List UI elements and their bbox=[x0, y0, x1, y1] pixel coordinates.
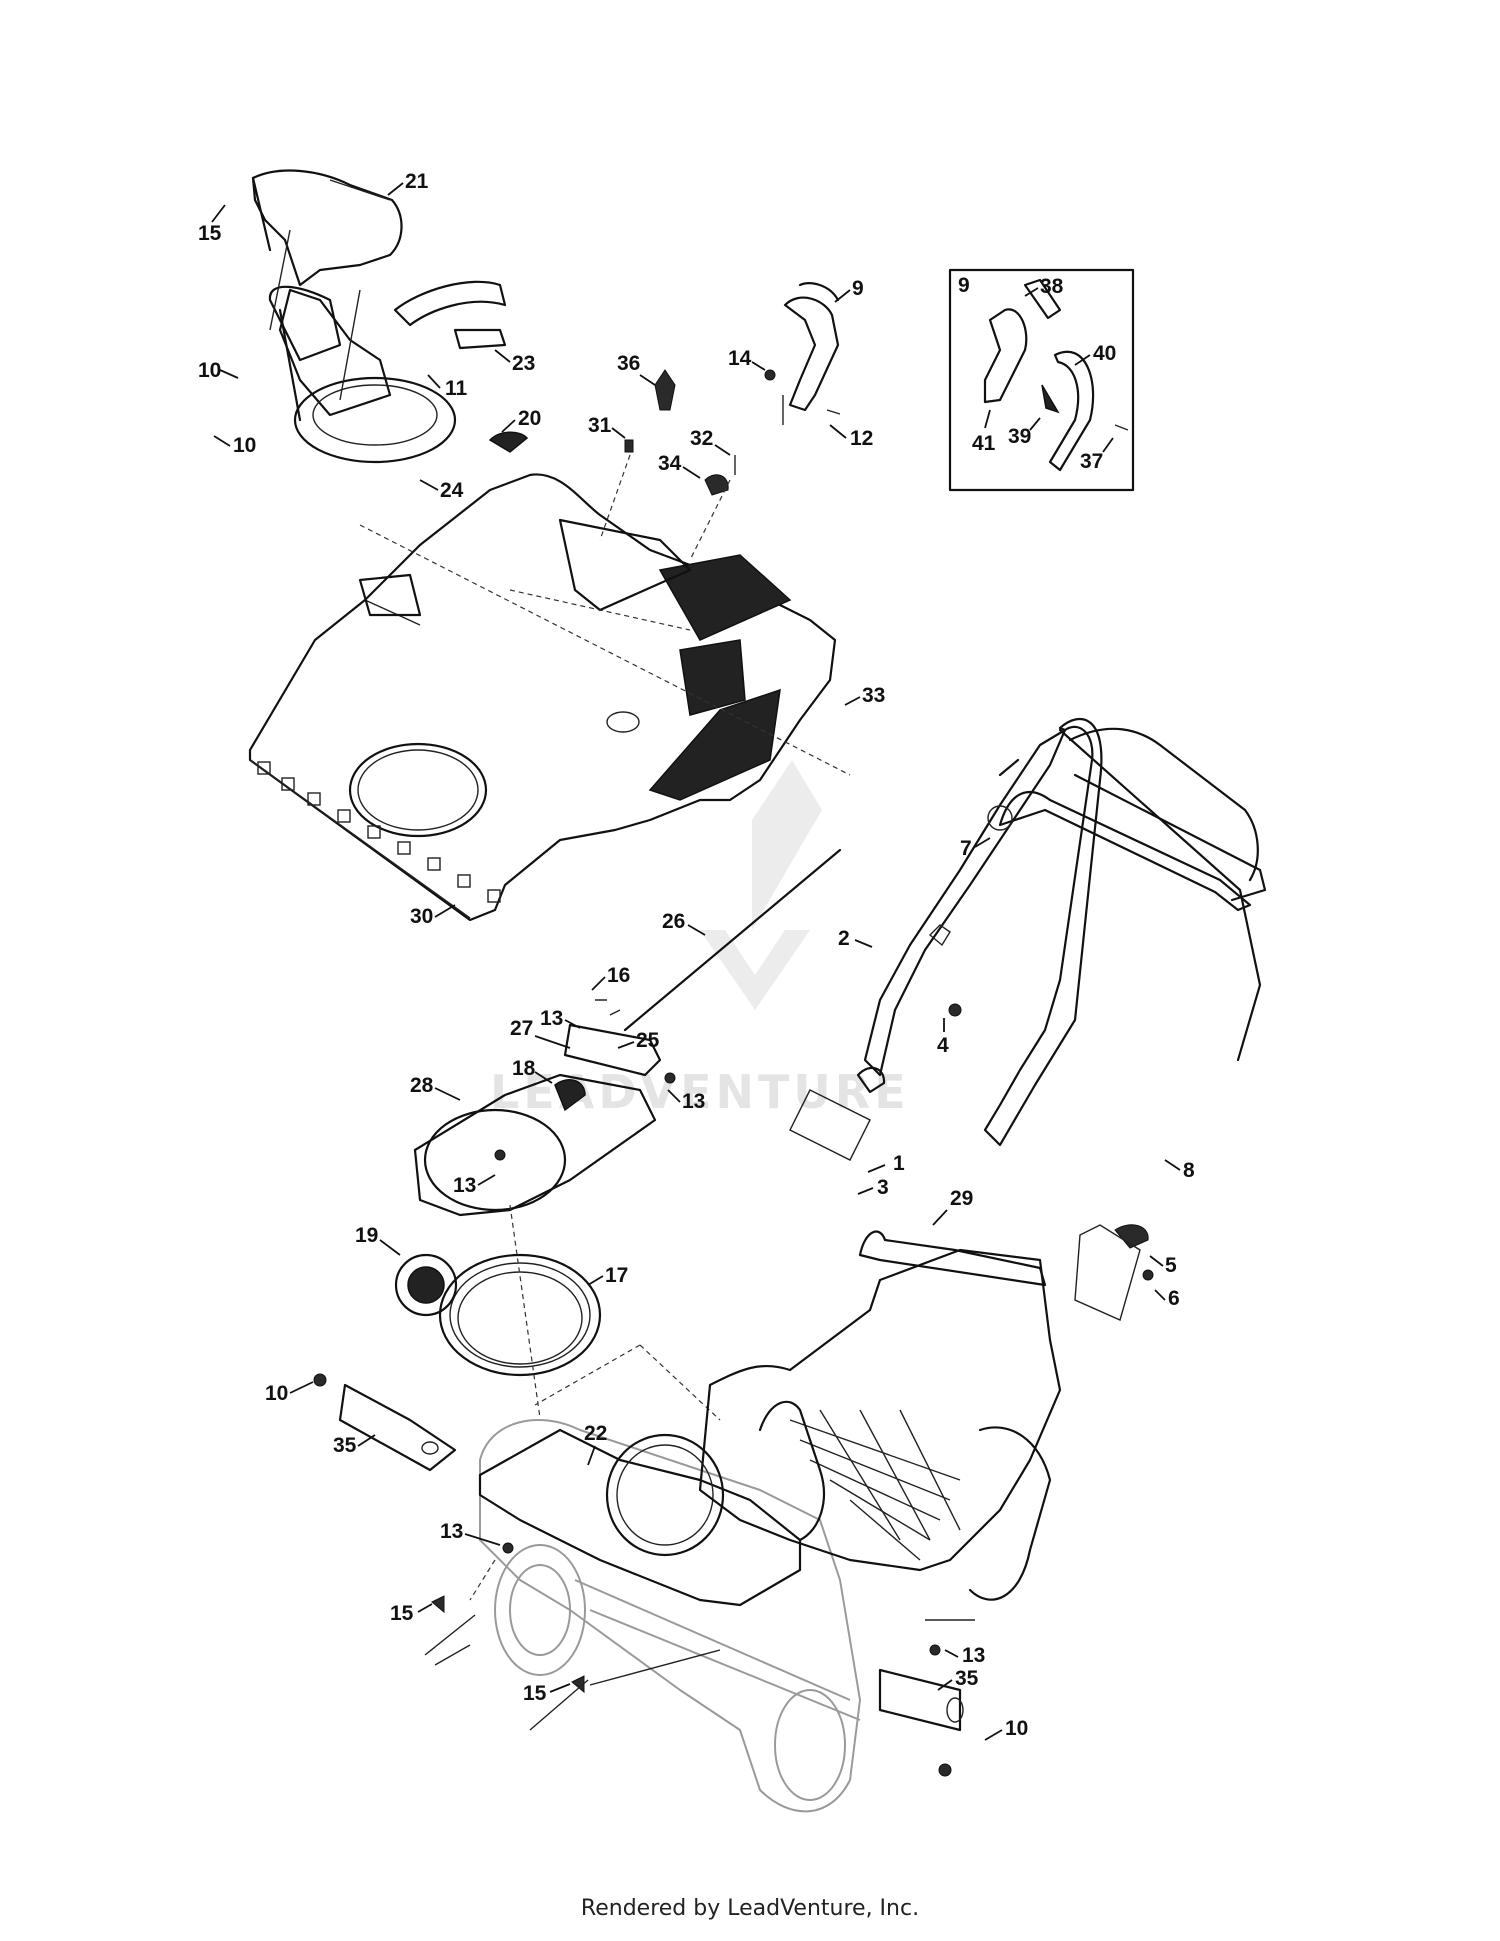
callout-31: 31 bbox=[588, 414, 612, 437]
callout-10-c: 10 bbox=[265, 1382, 288, 1405]
callout-33: 33 bbox=[862, 684, 885, 707]
callout-7: 7 bbox=[960, 837, 972, 860]
discharge-chute-assembly bbox=[251, 169, 529, 464]
callout-10-a: 10 bbox=[198, 359, 221, 382]
callout-13-a: 13 bbox=[540, 1007, 563, 1030]
handle-inset-box bbox=[948, 268, 1135, 492]
callout-32: 32 bbox=[690, 427, 713, 450]
callout-20: 20 bbox=[518, 407, 541, 430]
callout-35-b: 35 bbox=[955, 1667, 979, 1690]
callout-16: 16 bbox=[607, 964, 630, 987]
callout-25: 25 bbox=[636, 1029, 660, 1052]
callout-14: 14 bbox=[728, 347, 752, 370]
callout-13-e: 13 bbox=[962, 1644, 985, 1667]
callout-3: 3 bbox=[877, 1176, 889, 1199]
callout-37: 37 bbox=[1080, 450, 1103, 473]
callout-22: 22 bbox=[584, 1422, 607, 1445]
callout-21: 21 bbox=[405, 170, 429, 193]
callout-17: 17 bbox=[605, 1264, 628, 1287]
callout-11: 11 bbox=[445, 377, 468, 400]
callout-18: 18 bbox=[512, 1057, 536, 1080]
callout-9-inset: 9 bbox=[958, 274, 970, 297]
callout-34: 34 bbox=[658, 452, 682, 475]
callout-36: 36 bbox=[617, 352, 640, 375]
callout-19: 19 bbox=[355, 1224, 378, 1247]
callout-41: 41 bbox=[972, 432, 996, 455]
footer-credit: Rendered by LeadVenture, Inc. bbox=[580, 1896, 920, 1921]
callout-10-d: 10 bbox=[1005, 1717, 1028, 1740]
callout-6: 6 bbox=[1168, 1287, 1180, 1310]
callout-15-c: 15 bbox=[523, 1682, 547, 1705]
handle-assembly bbox=[623, 718, 1267, 1281]
housing-assembly bbox=[313, 1230, 1062, 1813]
callout-15-a: 15 bbox=[198, 222, 222, 245]
callout-8: 8 bbox=[1183, 1159, 1195, 1182]
callout-35-a: 35 bbox=[333, 1434, 357, 1457]
callout-10-b: 10 bbox=[233, 434, 256, 457]
callout-40: 40 bbox=[1093, 342, 1116, 365]
callout-13-d: 13 bbox=[440, 1520, 463, 1543]
cover-slots bbox=[257, 761, 501, 903]
callout-12: 12 bbox=[850, 427, 873, 450]
callout-38: 38 bbox=[1040, 275, 1064, 298]
callout-15-b: 15 bbox=[390, 1602, 414, 1625]
callout-23: 23 bbox=[512, 352, 535, 375]
callout-4: 4 bbox=[937, 1034, 949, 1057]
callout-5: 5 bbox=[1165, 1254, 1177, 1277]
callout-28: 28 bbox=[410, 1074, 434, 1097]
callout-labels: 1 2 3 4 5 6 7 8 9 9 10 10 10 bbox=[198, 170, 1195, 1741]
callout-29: 29 bbox=[950, 1187, 973, 1210]
top-cover bbox=[248, 473, 851, 922]
callout-1: 1 bbox=[893, 1152, 905, 1175]
shift-lever-assembly bbox=[599, 282, 841, 561]
callout-13-b: 13 bbox=[682, 1090, 705, 1113]
callout-30: 30 bbox=[410, 905, 433, 928]
callout-26: 26 bbox=[662, 910, 685, 933]
callout-2: 2 bbox=[838, 927, 850, 950]
callout-9: 9 bbox=[852, 277, 864, 300]
callout-13-c: 13 bbox=[453, 1174, 476, 1197]
callout-24: 24 bbox=[440, 479, 464, 502]
chute-rotation-assembly bbox=[394, 999, 721, 1421]
callout-27: 27 bbox=[510, 1017, 533, 1040]
callout-39: 39 bbox=[1008, 425, 1031, 448]
bracket-outlines bbox=[789, 1089, 1141, 1321]
